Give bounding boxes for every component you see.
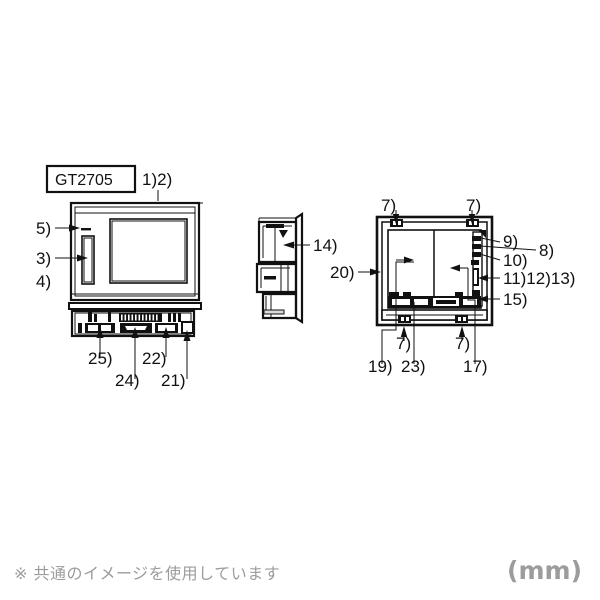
callout-label-10: 10)	[503, 251, 528, 270]
callout-label-9: 9)	[503, 232, 518, 251]
model-badge: GT2705	[45, 164, 137, 194]
callout-label-19: 19)	[368, 357, 393, 376]
callout-label-25: 25)	[88, 349, 113, 368]
callout-label-20: 20)	[330, 263, 355, 282]
unit-label: (mm)	[507, 556, 582, 585]
callout-label-23: 23)	[401, 357, 426, 376]
callout-label-7-bottom-right: 7)	[455, 334, 470, 353]
callout-label-3: 3)	[36, 249, 51, 268]
front-view-callout-arrows	[55, 224, 191, 379]
rear-bottom-strip	[388, 296, 481, 308]
model-badge-label: GT2705	[55, 172, 113, 189]
footer-note: ※ 共通のイメージを使用しています	[14, 564, 281, 583]
callout-label-14: 14)	[313, 236, 338, 255]
vent-fins	[119, 313, 162, 322]
side-view-callout-labels: 14)	[313, 236, 338, 255]
callout-label-7-bottom-left: 7)	[396, 334, 411, 353]
callout-label-5: 5)	[36, 219, 51, 238]
callout-label-24: 24)	[115, 371, 140, 390]
callout-label-22: 22)	[142, 349, 167, 368]
callout-label-1-2: 1)2)	[142, 170, 172, 189]
callout-label-15: 15)	[503, 290, 528, 309]
mounting-tabs	[390, 219, 479, 323]
callout-label-4: 4)	[36, 272, 51, 291]
front-view-callout-labels: 1)2) 5) 3) 4) 25) 22) 24) 21)	[36, 170, 186, 390]
side-view-callout-arrow	[283, 241, 310, 249]
rear-view-callout-arrows	[358, 210, 537, 364]
side-view-body	[255, 211, 304, 325]
front-view-body	[69, 201, 201, 302]
callout-label-17: 17)	[463, 357, 488, 376]
rear-view-callout-labels: 7) 7) 20) 9) 8) 10) 11)12)13) 15) 7) 7) …	[330, 196, 575, 376]
callout-label-8: 8)	[539, 241, 554, 260]
rear-view-body	[375, 215, 494, 327]
callout-label-11-12-13: 11)12)13)	[503, 269, 575, 288]
callout-label-21: 21)	[161, 371, 186, 390]
callout-label-7-top-left: 7)	[381, 196, 396, 215]
callout-label-7-top-right: 7)	[466, 196, 481, 215]
